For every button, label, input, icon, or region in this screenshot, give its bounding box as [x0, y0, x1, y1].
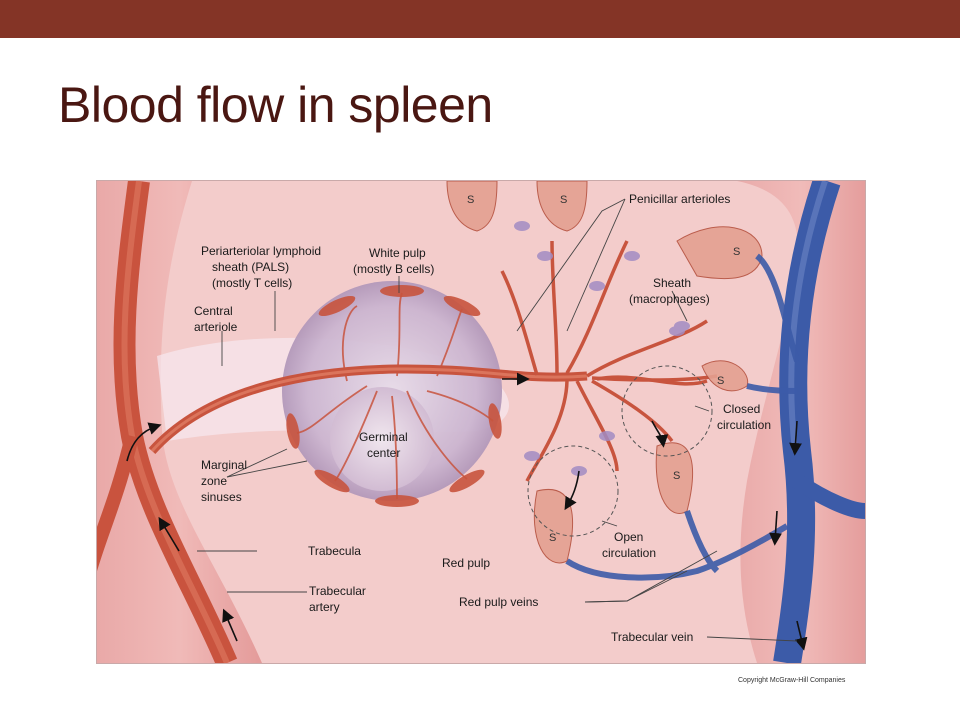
- svg-text:S: S: [467, 194, 474, 206]
- label-marginal-1: Marginal: [201, 458, 247, 472]
- label-germinal-1: Germinal: [359, 430, 408, 444]
- label-white-pulp-2: (mostly B cells): [353, 262, 434, 276]
- sinusoids: [446, 181, 763, 564]
- closed-circulation-circle: [621, 365, 713, 457]
- label-trabecula: Trabecula: [308, 544, 361, 558]
- label-pals-1: Periarteriolar lymphoid: [201, 244, 321, 258]
- label-open-2: circulation: [602, 546, 656, 560]
- svg-text:S: S: [560, 194, 567, 206]
- label-pals-3: (mostly T cells): [212, 276, 292, 290]
- flow-arrows: [126, 372, 808, 651]
- red-pulp-veins: [565, 253, 800, 581]
- white-pulp-capillaries: [296, 292, 494, 500]
- sinus-labels: S S S S S S: [467, 194, 740, 544]
- germinal-center: [330, 387, 434, 491]
- label-trab-vein: Trabecular vein: [611, 630, 693, 644]
- label-red-pulp-veins: Red pulp veins: [459, 595, 538, 609]
- title-bar: [0, 0, 960, 38]
- leader-lines: [197, 198, 798, 642]
- label-red-pulp: Red pulp: [442, 556, 490, 570]
- label-sheath-2: (macrophages): [629, 292, 710, 306]
- label-germinal-2: center: [367, 446, 400, 460]
- label-pals-2: sheath (PALS): [212, 260, 289, 274]
- label-sheath-1: Sheath: [653, 276, 691, 290]
- label-central-1: Central: [194, 304, 233, 318]
- labels: Periarteriolar lymphoid sheath (PALS) (m…: [194, 192, 771, 644]
- label-trab-artery-2: artery: [309, 600, 340, 614]
- trabecula-left: [97, 181, 262, 663]
- label-white-pulp-1: White pulp: [369, 246, 426, 260]
- label-marginal-2: zone: [201, 474, 227, 488]
- spleen-diagram: S S S S S S: [96, 180, 866, 664]
- label-trab-artery-1: Trabecular: [309, 584, 366, 598]
- label-open-1: Open: [614, 530, 643, 544]
- label-closed-1: Closed: [723, 402, 760, 416]
- open-circulation-circle: [527, 445, 619, 537]
- svg-text:S: S: [733, 246, 740, 258]
- slide-title: Blood flow in spleen: [58, 77, 493, 133]
- svg-text:S: S: [673, 470, 680, 482]
- label-penicillar: Penicillar arterioles: [629, 192, 730, 206]
- copyright-text: Copyright McGraw-Hill Companies: [738, 677, 846, 684]
- label-marginal-3: sinuses: [201, 490, 242, 504]
- marginal-zone-sinuses: [286, 285, 502, 507]
- svg-text:S: S: [549, 532, 556, 544]
- diagram-svg: S S S S S S: [97, 181, 865, 663]
- label-central-2: arteriole: [194, 320, 238, 334]
- macrophage-sheaths: [514, 221, 690, 476]
- label-closed-2: circulation: [717, 418, 771, 432]
- trabecular-artery-branch: [97, 434, 139, 572]
- svg-text:S: S: [717, 375, 724, 387]
